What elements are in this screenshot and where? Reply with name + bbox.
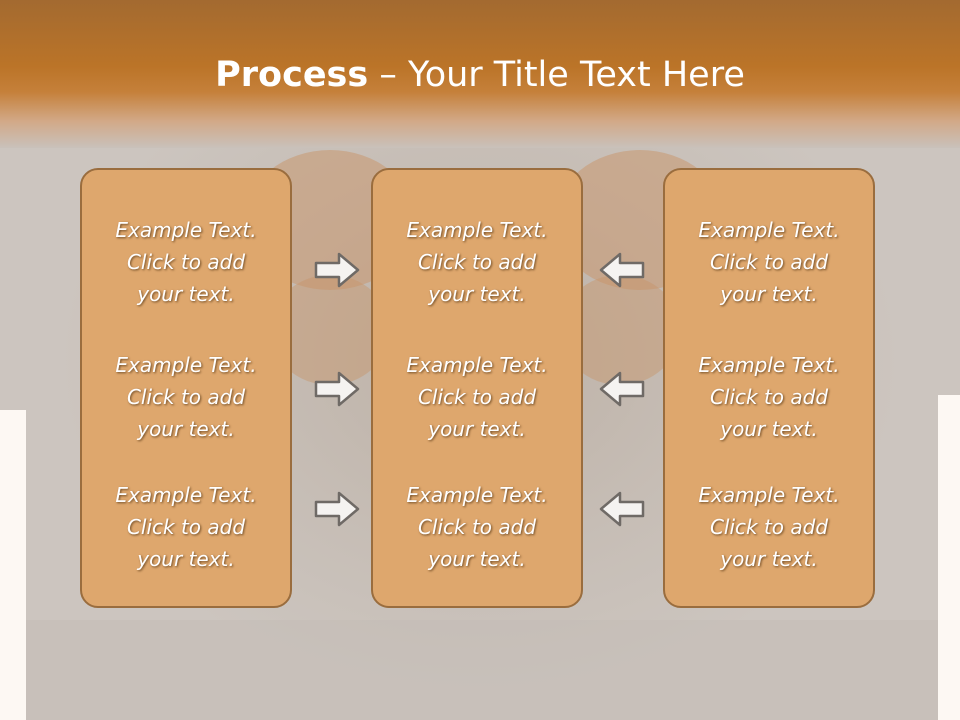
- text-line: Example Text.: [115, 483, 257, 507]
- text-line: your text.: [720, 282, 818, 306]
- text-block[interactable]: Example Text. Click to add your text.: [665, 349, 873, 445]
- text-line: Click to add: [417, 250, 537, 274]
- text-line: your text.: [720, 547, 818, 571]
- text-line: Click to add: [709, 385, 829, 409]
- text-line: your text.: [428, 417, 526, 441]
- text-line: Example Text.: [698, 218, 840, 242]
- right-arrow-icon: [314, 491, 360, 527]
- text-line: Click to add: [126, 515, 246, 539]
- text-line: your text.: [720, 417, 818, 441]
- right-arrow-icon: [314, 252, 360, 288]
- text-line: Click to add: [126, 385, 246, 409]
- paper-left-edge: [0, 410, 26, 720]
- text-block[interactable]: Example Text. Click to add your text.: [665, 214, 873, 310]
- text-line: your text.: [137, 417, 235, 441]
- paper-right-edge: [938, 395, 960, 720]
- text-line: Example Text.: [406, 218, 548, 242]
- text-line: Click to add: [417, 515, 537, 539]
- text-line: Example Text.: [698, 353, 840, 377]
- title-bold: Process: [215, 55, 369, 95]
- text-line: your text.: [137, 282, 235, 306]
- text-line: Click to add: [417, 385, 537, 409]
- left-arrow-icon: [599, 252, 645, 288]
- text-line: Click to add: [709, 250, 829, 274]
- left-arrow-icon: [599, 371, 645, 407]
- text-line: your text.: [428, 282, 526, 306]
- process-box-right[interactable]: Example Text. Click to add your text. Ex…: [663, 168, 875, 608]
- text-line: your text.: [428, 547, 526, 571]
- text-block[interactable]: Example Text. Click to add your text.: [82, 349, 290, 445]
- process-box-center[interactable]: Example Text. Click to add your text. Ex…: [371, 168, 583, 608]
- text-block[interactable]: Example Text. Click to add your text.: [373, 479, 581, 575]
- title-band: [0, 0, 960, 148]
- text-line: Click to add: [126, 250, 246, 274]
- text-block[interactable]: Example Text. Click to add your text.: [82, 214, 290, 310]
- text-block[interactable]: Example Text. Click to add your text.: [373, 214, 581, 310]
- slide-title[interactable]: Process – Your Title Text Here: [0, 52, 960, 98]
- text-line: Click to add: [709, 515, 829, 539]
- text-line: Example Text.: [115, 218, 257, 242]
- text-block[interactable]: Example Text. Click to add your text.: [373, 349, 581, 445]
- text-line: Example Text.: [698, 483, 840, 507]
- process-box-left[interactable]: Example Text. Click to add your text. Ex…: [80, 168, 292, 608]
- text-block[interactable]: Example Text. Click to add your text.: [665, 479, 873, 575]
- text-block[interactable]: Example Text. Click to add your text.: [82, 479, 290, 575]
- text-line: Example Text.: [406, 483, 548, 507]
- left-arrow-icon: [599, 491, 645, 527]
- text-line: your text.: [137, 547, 235, 571]
- text-line: Example Text.: [406, 353, 548, 377]
- right-arrow-icon: [314, 371, 360, 407]
- title-rest: – Your Title Text Here: [368, 55, 745, 95]
- text-line: Example Text.: [115, 353, 257, 377]
